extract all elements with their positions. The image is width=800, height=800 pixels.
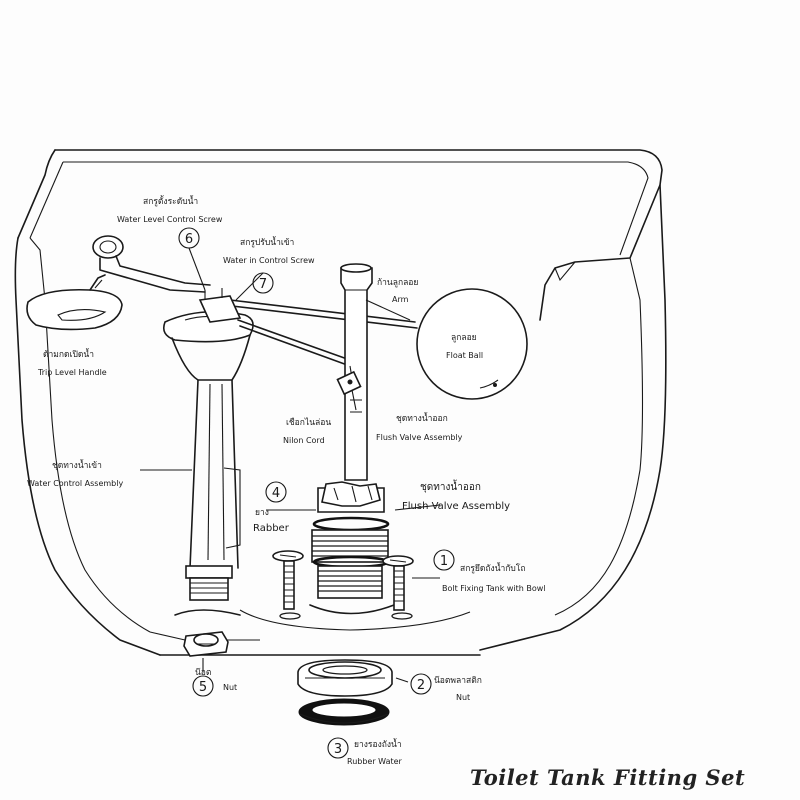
float-ball-shape [416,288,528,400]
leader-lines [188,247,441,683]
water-control-assembly-thai: ชุดทางน้ำเข้า [52,459,102,471]
arm-thai: ก้านลูกลอย [377,277,418,288]
trip-handle [26,274,123,331]
rubber-washer-thai: ยางรองถังน้ำ [354,738,402,750]
bolt-thai: สกรูยึดถังน้ำกับโถ [460,562,526,574]
svg-text:1: 1 [440,554,448,569]
svg-text:4: 4 [272,486,280,501]
water-level-control-screw-label: Water Level Control Screw [117,215,223,224]
callout-2: 2 [410,673,432,695]
flush-valve-lower-label: Flush Valve Assembly [402,501,510,512]
callout-3: 3 [327,737,349,759]
callout-5: 5 [192,675,214,697]
float-ball-assembly [229,288,528,400]
callout-4: 4 [265,481,287,503]
trip-level-handle-thai: ด้ามกดเปิดน้ำ [43,348,94,360]
bolt-label: Bolt Fixing Tank with Bowl [442,584,546,593]
plastic-nut [297,659,393,697]
nut-large-thai: น๊อตพลาสติก [434,675,482,686]
flush-valve-upper-thai: ชุดทางน้ำออก [396,412,448,424]
svg-text:6: 6 [185,232,193,247]
small-nut [183,631,229,657]
float-ball-thai: ลูกลอย [451,333,477,343]
tank-body [14,149,667,656]
flush-valve-upper-label: Flush Valve Assembly [376,433,463,442]
nut-large-label: Nut [456,693,470,702]
callout-6: 6 [178,227,200,249]
water-in-control-screw-thai: สกรูปรับน้ำเข้า [240,236,294,248]
svg-text:7: 7 [259,277,267,292]
rubber-washer-label: Rubber Water [347,757,403,766]
fill-valve-assembly [92,235,351,616]
flush-valve-lower-thai: ชุดทางน้ำออก [420,479,481,493]
rubber-thai: ยาง [255,508,269,518]
water-control-assembly-label: Water Control Assembly [27,479,123,488]
callout-1: 1 [433,549,455,571]
rubber-washer [298,698,390,726]
svg-text:5: 5 [199,680,207,695]
water-level-control-screw-thai: สกรูตั้งระดับน้ำ [143,195,198,207]
svg-text:3: 3 [334,742,342,757]
nut-small-thai: น๊อต [195,667,211,678]
tank-bolts [272,550,414,620]
nilon-cord-label: Nilon Cord [283,436,325,445]
svg-text:2: 2 [417,678,425,693]
float-ball-label: Float Ball [446,351,483,360]
diagram-title: Toilet Tank Fitting Set [470,765,745,790]
arm-label: Arm [392,295,409,304]
callout-7: 7 [252,272,274,294]
trip-level-handle-label: Trip Level Handle [37,368,107,377]
flush-valve-assembly [309,263,395,615]
water-in-control-screw-label: Water in Control Screw [223,256,315,265]
rubber-label: Rabber [253,523,290,534]
nut-small-label: Nut [223,683,237,692]
nilon-cord-thai: เชือกไนล่อน [286,417,331,428]
